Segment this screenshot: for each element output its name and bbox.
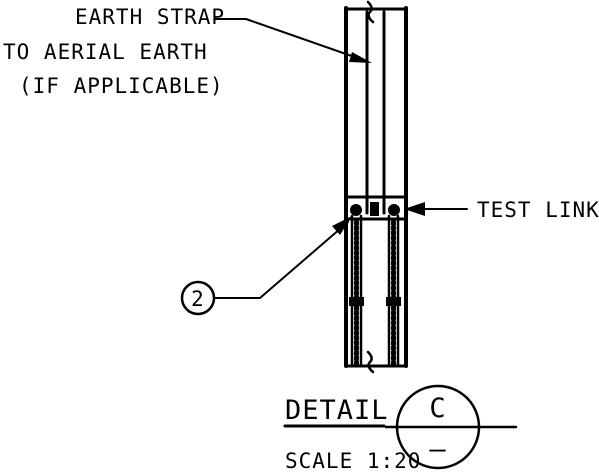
right-bolt <box>388 204 400 216</box>
test-link-arrowhead <box>404 202 425 216</box>
left-bolt <box>350 204 362 216</box>
item-2-number: 2 <box>191 287 205 311</box>
detail-scale: SCALE 1:20 <box>285 449 421 473</box>
riser-assembly <box>344 0 408 374</box>
earth-strap-label-line3: (IF APPLICABLE) <box>19 74 224 98</box>
item-2-leader-line <box>213 221 349 299</box>
detail-title: DETAIL <box>285 395 389 426</box>
earth-strap-arrowhead <box>349 52 372 63</box>
earth-strap-leader-line <box>214 18 367 62</box>
item-2-arrowhead <box>332 216 352 235</box>
strap-end-block <box>370 202 379 216</box>
item-2-callout: 2 <box>180 216 352 316</box>
earth-strap-label-line2: TO AERIAL EARTH <box>3 40 208 64</box>
test-link-bolts <box>350 204 400 216</box>
detail-letter: C <box>429 393 446 424</box>
detail-sheet-reference: – <box>429 434 446 465</box>
earth-strap-callout: EARTH STRAP TO AERIAL EARTH (IF APPLICAB… <box>3 5 372 98</box>
right-conductor <box>386 214 401 368</box>
earth-conductors <box>349 214 401 368</box>
test-link-label: TEST LINK <box>477 198 599 222</box>
top-break-mark <box>366 0 375 24</box>
left-conductor <box>349 214 364 368</box>
earth-strap-label-line1: EARTH STRAP <box>75 5 225 29</box>
test-link-callout: TEST LINK <box>404 198 599 222</box>
detail-title-block: DETAIL C – SCALE 1:20 <box>283 384 518 473</box>
bottom-break-mark <box>366 350 375 374</box>
